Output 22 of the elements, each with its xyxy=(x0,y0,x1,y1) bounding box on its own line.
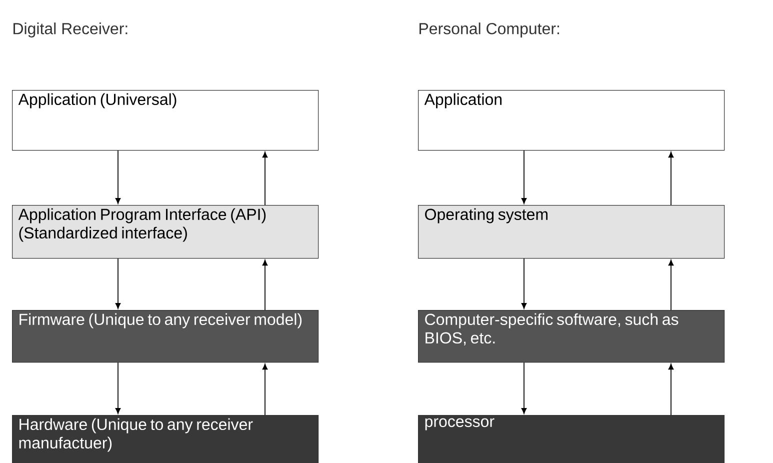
layer-box: Application xyxy=(418,90,725,151)
arrow xyxy=(262,260,268,310)
layer-box: Computer-specific software, such as BIOS, etc. xyxy=(418,310,725,363)
arrow xyxy=(262,364,268,416)
layer-box: Application Program Interface (API) (Standardized interface) xyxy=(12,205,319,259)
layer-box: Operating system xyxy=(418,205,725,259)
arrow xyxy=(668,364,674,416)
layer-box: processor xyxy=(418,415,725,463)
arrow xyxy=(668,152,674,206)
arrow xyxy=(262,152,268,206)
arrow xyxy=(521,150,527,204)
layer-box: Application (Universal) xyxy=(12,90,319,151)
arrow xyxy=(668,260,674,310)
arrow xyxy=(115,362,121,414)
arrow xyxy=(115,258,121,309)
layer-box: Hardware (Unique to any receiver manufactuer) xyxy=(12,415,319,463)
arrow xyxy=(115,150,121,204)
arrow xyxy=(521,258,527,309)
arrow xyxy=(521,362,527,414)
layer-box: Firmware (Unique to any receiver model) xyxy=(12,310,319,363)
column-heading: Digital Receiver: xyxy=(14,22,128,38)
column-heading: Personal Computer: xyxy=(420,22,559,38)
